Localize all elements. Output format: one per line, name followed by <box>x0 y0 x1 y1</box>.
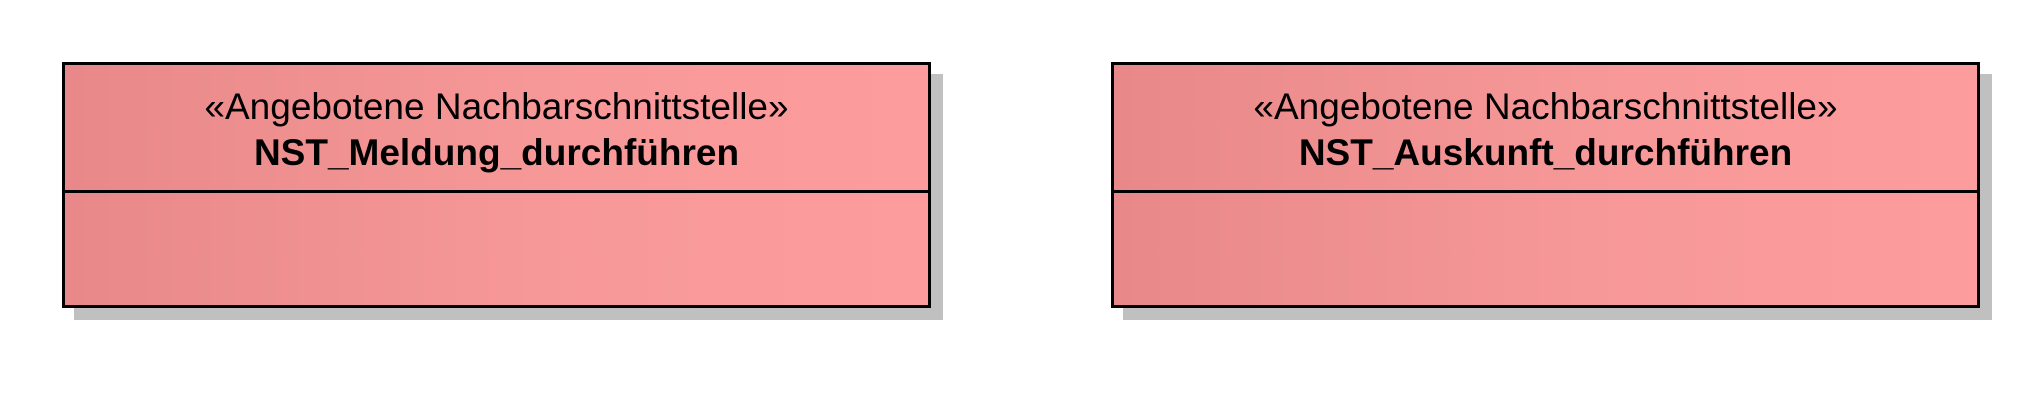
interface-box-nst-meldung[interactable]: «Angebotene Nachbarschnittstelle» NST_Me… <box>62 62 931 308</box>
name-compartment: «Angebotene Nachbarschnittstelle» NST_Au… <box>1114 65 1977 193</box>
attribute-compartment <box>1114 193 1977 305</box>
interface-box-nst-auskunft[interactable]: «Angebotene Nachbarschnittstelle» NST_Au… <box>1111 62 1980 308</box>
attribute-compartment <box>65 193 928 305</box>
interface-name: NST_Meldung_durchführen <box>253 131 740 173</box>
interface-name: NST_Auskunft_durchführen <box>1298 131 1793 173</box>
stereotype-label: «Angebotene Nachbarschnittstelle» <box>1253 85 1838 127</box>
name-compartment: «Angebotene Nachbarschnittstelle» NST_Me… <box>65 65 928 193</box>
stereotype-label: «Angebotene Nachbarschnittstelle» <box>204 85 789 127</box>
